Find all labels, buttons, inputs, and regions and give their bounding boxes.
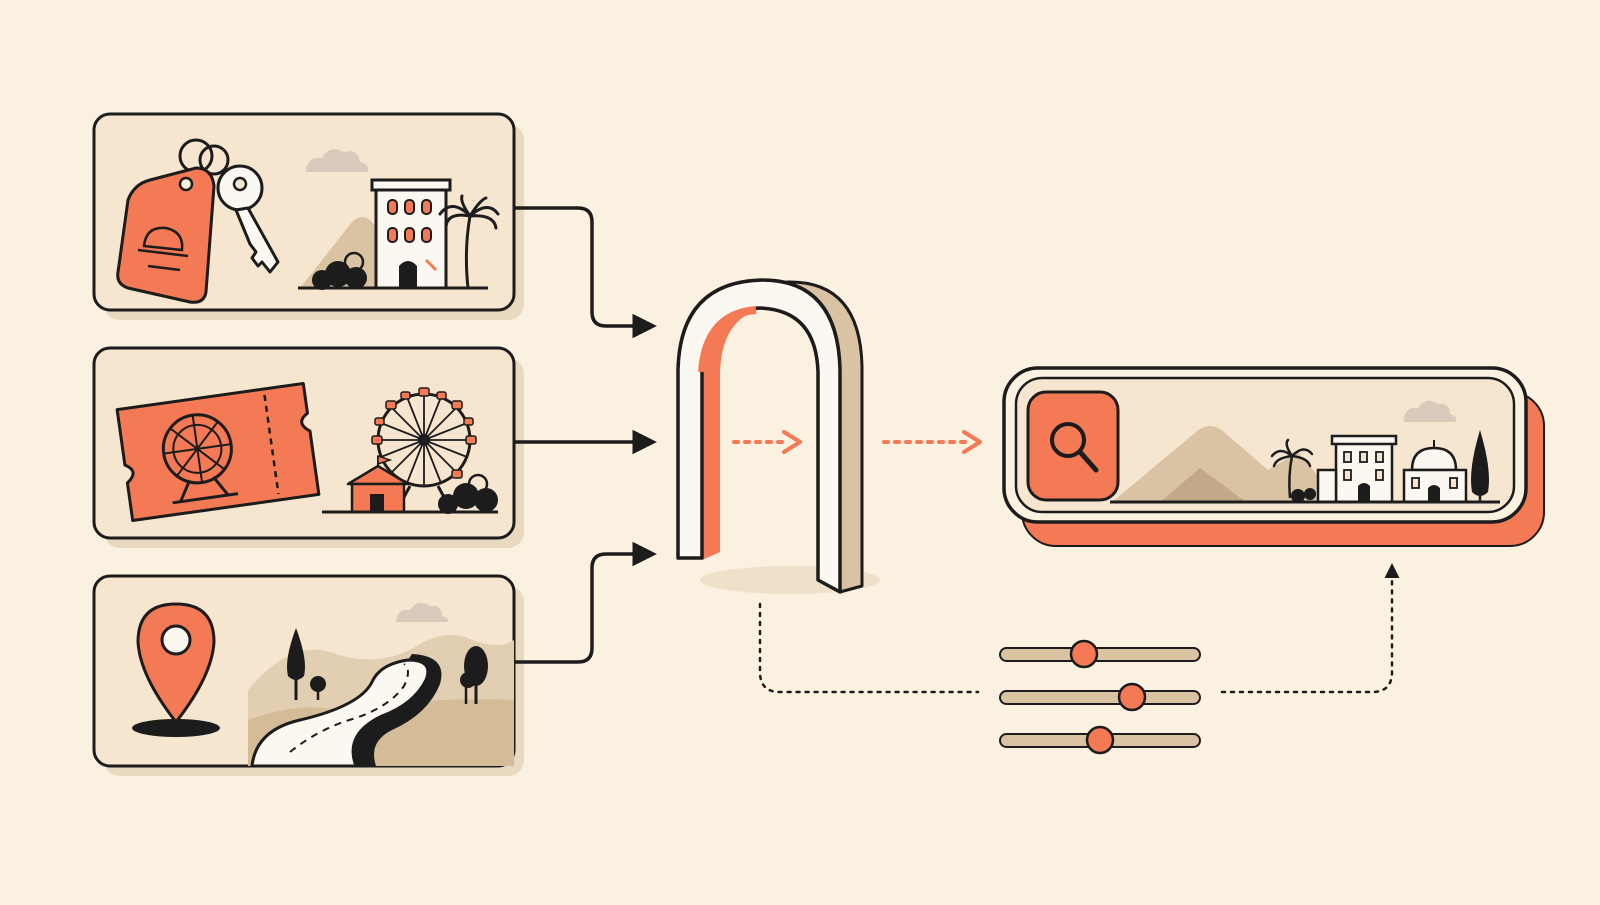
slider-knob-1[interactable] xyxy=(1069,639,1099,669)
location-card xyxy=(92,574,524,776)
palm-tree-icon xyxy=(438,194,500,289)
winding-road-icon xyxy=(250,654,442,768)
bushes-icon xyxy=(312,251,367,290)
hotel-card xyxy=(92,112,524,320)
hotel-connector-arrow xyxy=(514,206,657,339)
mountain-icon xyxy=(1112,426,1340,502)
cypress-tree-icon xyxy=(1471,430,1489,502)
slider-track-1 xyxy=(999,639,1201,669)
carousel-tent-icon xyxy=(346,454,410,514)
slider-track-2 xyxy=(999,682,1201,712)
hotel-building-icon xyxy=(1316,434,1398,504)
mountain-icon xyxy=(1160,468,1246,502)
bushes-icon xyxy=(438,473,498,514)
input-connectors xyxy=(514,206,657,664)
ferris-wheel-icon xyxy=(161,413,239,505)
cloud-icon xyxy=(396,602,449,622)
slider-knob-3[interactable] xyxy=(1085,725,1115,755)
sliders-icon xyxy=(999,639,1201,755)
flow-arrow-inner xyxy=(732,430,802,454)
cloud-icon xyxy=(306,149,369,172)
cloud-icon xyxy=(1404,400,1457,422)
map-pin-icon xyxy=(132,602,220,737)
feedback-connector-right xyxy=(1220,563,1400,694)
location-connector-arrow xyxy=(514,541,657,664)
attraction-card xyxy=(92,346,524,548)
search-result-bar xyxy=(1002,366,1545,547)
flow-arrow-outer xyxy=(882,430,982,454)
feedback-connector-left xyxy=(758,602,980,694)
slider-knob-2[interactable] xyxy=(1117,682,1147,712)
key-tag-icon xyxy=(116,138,230,304)
ferris-wheel-icon xyxy=(371,387,477,513)
hotel-building-icon xyxy=(370,178,452,290)
arch-gateway-icon xyxy=(676,278,880,594)
ticket-icon xyxy=(115,381,321,523)
tree-icon xyxy=(287,628,488,704)
slider-track-3 xyxy=(999,725,1201,755)
search-icon[interactable] xyxy=(1026,390,1120,502)
domed-building-icon xyxy=(1402,440,1468,504)
palm-tree-icon xyxy=(1270,438,1316,503)
key-icon xyxy=(216,164,280,274)
